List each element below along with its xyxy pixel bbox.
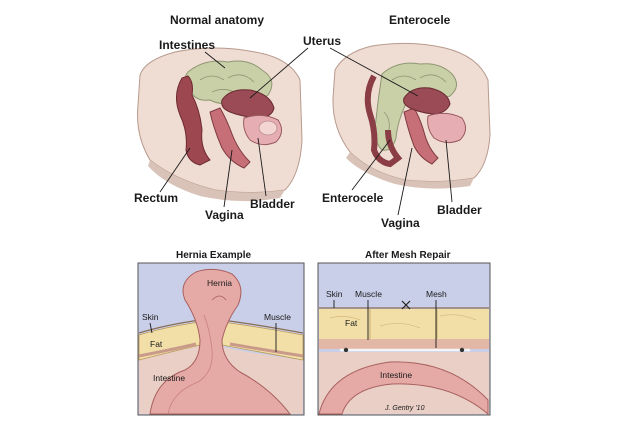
hernia-intestine-inner xyxy=(167,314,213,415)
normal-section-shadow xyxy=(148,160,285,202)
leader-vagina-enterocele xyxy=(397,147,413,216)
label-rectum: Rectum xyxy=(134,191,178,205)
mesh-suture-mark xyxy=(401,300,411,310)
label-uterus: Uterus xyxy=(303,34,341,48)
mesh-fat-texture xyxy=(329,314,477,329)
enterocele-rectum xyxy=(364,74,403,168)
hernia-leader-skin xyxy=(149,322,153,334)
normal-uterus xyxy=(221,89,275,119)
hernia-skin-left xyxy=(138,319,201,334)
enterocele-panel: Enterocele Enterocele Vagina Bladder xyxy=(322,13,491,230)
hernia-muscle-right xyxy=(229,342,304,358)
hernia-label-intestine: Intestine xyxy=(153,373,185,383)
mesh-muscle-layer xyxy=(319,339,489,349)
hernia-sac-crease xyxy=(211,295,227,301)
leader-intestines xyxy=(204,51,226,69)
mesh-label-skin: Skin xyxy=(326,289,343,299)
leader-enterocele xyxy=(351,139,391,191)
mesh-anchor-left xyxy=(343,347,349,353)
mesh-label-intestine: Intestine xyxy=(380,370,412,380)
mesh-anchor-right xyxy=(459,347,465,353)
normal-anatomy-panel: Normal anatomy Intestines Uterus Rectum … xyxy=(134,13,341,222)
artist-signature: J. Gentry '10 xyxy=(384,405,425,412)
normal-pubic-bone xyxy=(258,120,278,136)
enterocele-title: Enterocele xyxy=(389,13,451,27)
hernia-label-skin: Skin xyxy=(142,312,159,322)
hernia-example-title: Hernia Example xyxy=(176,250,251,261)
mesh-repair-panel: After Mesh Repair Skin Muscle Mesh Fat I… xyxy=(317,250,491,416)
hernia-intestine xyxy=(149,268,292,415)
normal-anatomy-title: Normal anatomy xyxy=(170,13,264,27)
mesh-label-mesh: Mesh xyxy=(426,289,447,299)
label-enterocele: Enterocele xyxy=(322,191,384,205)
leader-rectum xyxy=(159,147,191,193)
mesh-label-fat: Fat xyxy=(345,318,358,328)
label-bladder-normal: Bladder xyxy=(250,197,295,211)
mesh-intestine xyxy=(318,361,489,416)
hernia-skin-right xyxy=(221,319,304,334)
label-vagina-normal: Vagina xyxy=(205,208,244,222)
label-intestines: Intestines xyxy=(159,38,215,52)
enterocele-section-shadow xyxy=(346,152,474,189)
mesh-label-muscle: Muscle xyxy=(355,289,382,299)
enterocele-vagina xyxy=(403,107,439,165)
leader-uterus-enterocele xyxy=(329,47,419,97)
hernia-label-hernia: Hernia xyxy=(207,278,232,288)
label-bladder-enterocele: Bladder xyxy=(437,203,482,217)
enterocele-bladder xyxy=(427,112,466,144)
mesh-repair-title: After Mesh Repair xyxy=(365,250,451,261)
leader-bladder-enterocele xyxy=(445,139,453,203)
normal-vagina xyxy=(209,107,251,169)
hernia-muscle-left xyxy=(138,342,197,358)
hernia-example-panel: Hernia Example Hernia Skin Fat Muscle In… xyxy=(137,250,305,416)
leader-vagina-normal xyxy=(223,149,233,208)
normal-rectum xyxy=(176,75,211,166)
label-vagina-enterocele: Vagina xyxy=(381,216,420,230)
hernia-label-muscle: Muscle xyxy=(264,312,291,322)
leader-bladder-normal xyxy=(257,137,267,197)
hernia-label-fat: Fat xyxy=(150,339,163,349)
leader-uterus-normal xyxy=(249,47,309,99)
